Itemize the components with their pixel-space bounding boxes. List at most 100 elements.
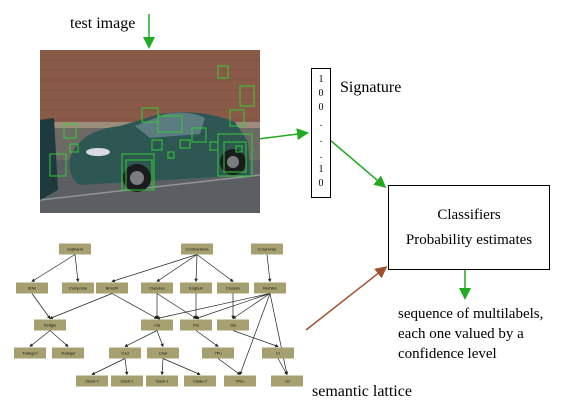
lattice-edge xyxy=(195,330,219,347)
lattice-node-label: 7Pu xyxy=(214,351,221,356)
lattice-node-label: Compnsie xyxy=(69,286,88,291)
lattice-node: Cl xyxy=(262,347,294,359)
lattice-node-box xyxy=(180,319,212,331)
lattice-edge xyxy=(124,330,158,347)
lattice-node-label: Engbuh xyxy=(189,286,203,291)
lattice-node-label: C1d xyxy=(121,351,128,356)
signature-digit: 0 xyxy=(318,178,324,189)
lattice-node-box xyxy=(262,347,294,359)
lattice-edge xyxy=(232,330,279,348)
lattice-node-label: Cladr-1 xyxy=(155,379,169,384)
signature-label: Signature xyxy=(340,79,402,96)
lattice-edge xyxy=(74,254,80,283)
output-line: sequence of multilabels, xyxy=(398,306,544,322)
lattice-node-label: Confoanitura xyxy=(186,247,210,252)
lattice-node-box xyxy=(217,282,249,294)
lattice-node-box xyxy=(202,347,234,359)
lattice-node: Confoanitura xyxy=(181,243,213,255)
lattice-node: Rerbfen xyxy=(254,282,286,294)
signature-digit: 0 xyxy=(318,102,324,113)
lattice-node-box xyxy=(109,347,141,359)
lattice-node-label: Coranvrde xyxy=(258,247,277,252)
lattice-node-box xyxy=(146,375,178,387)
lattice-node-label: Gls xyxy=(230,323,236,328)
lattice-node-box xyxy=(59,243,91,255)
lattice-node: Gls xyxy=(217,319,249,331)
lattice-node-label: IEfel xyxy=(28,286,36,291)
lattice-node-box xyxy=(184,375,216,387)
brick-wall xyxy=(40,50,260,125)
probability-estimates-label: Probability estimates xyxy=(405,232,533,248)
lattice-node: Tralege7 xyxy=(14,347,46,359)
lattice-node: Compnsie xyxy=(62,282,94,294)
lattice-node-box xyxy=(181,243,213,255)
lattice-node-box xyxy=(141,319,173,331)
lattice-edge xyxy=(31,293,51,320)
lattice-edge xyxy=(195,293,271,320)
lattice-node-label: Clade-7 xyxy=(193,379,208,384)
lattice-node-box xyxy=(254,282,286,294)
semantic-lattice-label: semantic lattice xyxy=(312,383,412,400)
lattice-edge xyxy=(156,293,197,319)
lattice-node: Sujfearnl xyxy=(59,243,91,255)
lattice-node: IEfel xyxy=(16,282,48,294)
arrow-lattice-to-classifiers xyxy=(305,266,388,331)
lattice-edge xyxy=(160,358,164,376)
car-body xyxy=(69,112,250,185)
lattice-edge xyxy=(91,358,126,375)
lattice-node-box xyxy=(76,375,108,387)
arrow-signature-to-classifiers xyxy=(329,139,387,188)
output-line: confidence level xyxy=(398,346,497,362)
lattice-node: Ptu xyxy=(180,319,212,331)
lattice-node-label: Closses xyxy=(226,286,240,291)
lattice-node-label: Sujfearnl xyxy=(67,247,83,252)
lattice-edge xyxy=(269,293,289,376)
lattice-edge xyxy=(111,254,198,283)
lattice-node-label: Cla xyxy=(154,323,161,328)
lattice-node: Tralegel xyxy=(52,347,84,359)
lattice-edge xyxy=(266,254,272,283)
lattice-edge xyxy=(31,254,76,282)
lattice-edge xyxy=(49,293,113,320)
lattice-node: Coranvrde xyxy=(251,243,283,255)
signature-digit: . xyxy=(319,118,323,129)
lattice-node-label: -cb xyxy=(284,379,290,384)
lattice-node: Clade-7 xyxy=(184,375,216,387)
lattice-node: Claselen xyxy=(141,282,173,294)
classifiers-box: Classifiers Probability estimates xyxy=(388,185,550,270)
lattice-node-label: Rerbfen xyxy=(263,286,277,291)
lattice-edge xyxy=(194,254,198,283)
lattice-node-label: Cladr-1 xyxy=(120,379,134,384)
lattice-edge xyxy=(111,293,158,319)
lattice-node-box xyxy=(271,375,303,387)
test-image-label: test image xyxy=(70,15,136,32)
lattice-node: Cladr-1 xyxy=(111,375,143,387)
lattice-edge xyxy=(29,330,51,347)
lattice-node-label: Cl xyxy=(276,351,280,356)
lattice-node: -cb xyxy=(271,375,303,387)
signature-digit: 1 xyxy=(318,74,324,85)
lattice-node-label: Ptu xyxy=(193,323,199,328)
lattice-node: C1d xyxy=(109,347,141,359)
lattice-node-box xyxy=(147,347,179,359)
lattice-edge xyxy=(196,254,234,282)
lattice-node-label: Brmsth xyxy=(106,286,119,291)
lattice-node: Dettgle xyxy=(34,319,66,331)
signature-digit: . xyxy=(319,134,323,145)
lattice-node: Closses xyxy=(217,282,249,294)
signature-digit: 0 xyxy=(318,88,324,99)
output-line: each one valued by a xyxy=(398,326,524,342)
lattice-node: Cla xyxy=(141,319,173,331)
lattice-node-box xyxy=(34,319,66,331)
signature-vector-box: 1 0 0 . . . 1 0 xyxy=(311,68,331,198)
lattice-node: Brmsth xyxy=(96,282,128,294)
signature-digit: . xyxy=(319,150,323,161)
lattice-node-box xyxy=(141,282,173,294)
lattice-node-box xyxy=(217,319,249,331)
lattice-node-label: Dettgle xyxy=(44,323,57,328)
lattice-node-label: Tralege7 xyxy=(22,351,38,356)
lattice-node-box xyxy=(14,347,46,359)
lattice-node-label: Clad xyxy=(159,351,167,356)
lattice-node-box xyxy=(96,282,128,294)
